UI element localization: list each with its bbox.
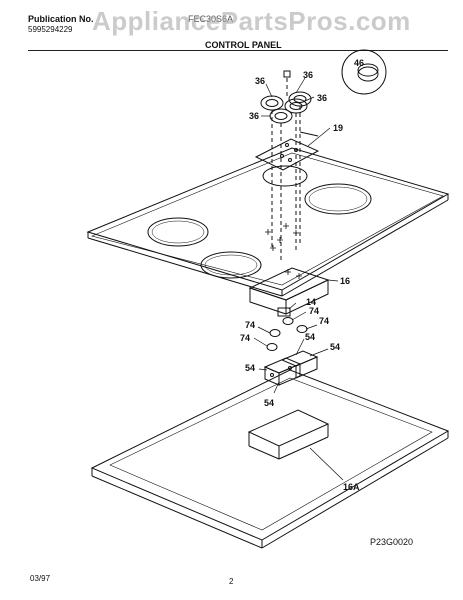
infinite-switches — [263, 350, 319, 386]
callout-19: 19 — [333, 123, 343, 133]
publication-label: Publication No. — [28, 14, 94, 24]
alignment-marks — [265, 223, 302, 279]
watermark: AppliancePartsPros.com — [92, 6, 411, 36]
section-title: CONTROL PANEL — [205, 40, 282, 50]
publication-number: 5995294229 — [28, 25, 73, 34]
washers — [266, 307, 308, 351]
callout-74-c: 74 — [319, 316, 329, 326]
callout-36-c: 36 — [317, 93, 327, 103]
leader-lines — [253, 77, 344, 481]
callout-16A: 16A — [343, 482, 360, 492]
page-number: 2 — [229, 577, 234, 586]
part-callouts: 46 36 36 36 36 19 16 14 74 74 74 74 54 5… — [240, 58, 364, 492]
callout-74-a: 74 — [309, 306, 319, 316]
knob-plate — [254, 131, 320, 171]
callout-54-d: 54 — [264, 398, 274, 408]
callout-46: 46 — [354, 58, 364, 68]
callout-74-d: 74 — [240, 333, 250, 343]
switch-shafts — [271, 78, 301, 262]
callout-54-c: 54 — [245, 363, 255, 373]
callout-14: 14 — [306, 297, 316, 307]
revision-date: 03/97 — [30, 574, 51, 583]
header-rule — [28, 50, 448, 51]
callout-36-d: 36 — [249, 111, 259, 121]
model-number: FEC30S6A — [188, 14, 234, 24]
chassis-bottom-pan — [90, 369, 450, 549]
callout-54-b: 54 — [330, 342, 340, 352]
callout-36-a: 36 — [255, 76, 265, 86]
mounting-bracket — [247, 409, 330, 460]
cooktop-top-panel — [86, 147, 450, 297]
diagram-code: P23G0020 — [370, 537, 414, 547]
callout-36-b: 36 — [303, 70, 313, 80]
detail-bubble-knob — [341, 49, 387, 95]
control-knobs — [260, 70, 312, 124]
callout-74-b: 74 — [245, 320, 255, 330]
callout-54-a: 54 — [305, 332, 315, 342]
callout-16: 16 — [340, 276, 350, 286]
